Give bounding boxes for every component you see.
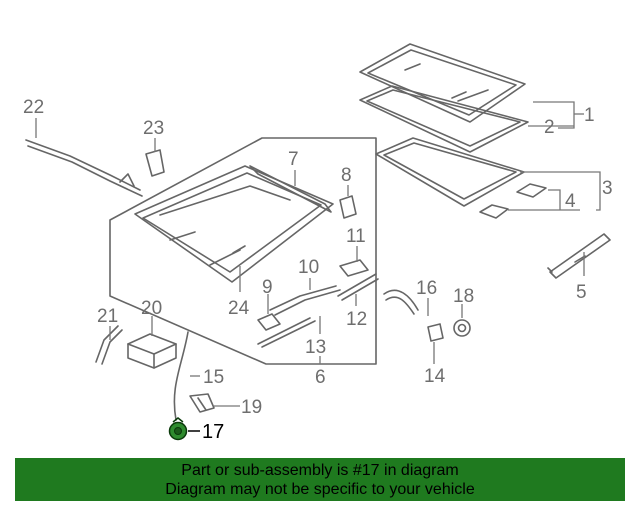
part-17-highlighted[interactable] xyxy=(168,417,188,441)
callout-11: 11 xyxy=(346,226,366,247)
part-21-hose[interactable] xyxy=(95,325,123,365)
part-5-rail[interactable] xyxy=(547,233,611,279)
part-6-group-box xyxy=(109,137,379,365)
banner-line-1: Part or sub-assembly is #17 in diagram xyxy=(181,462,459,479)
callout-2: 2 xyxy=(544,117,555,138)
callout-12: 12 xyxy=(346,309,367,330)
callout-10: 10 xyxy=(298,257,319,278)
part-4-bracket[interactable] xyxy=(479,183,547,219)
part-15-drain-tube[interactable] xyxy=(173,331,189,421)
part-16-drain-hose[interactable] xyxy=(383,289,419,315)
callouts: 1 2 3 4 5 6 7 8 9 10 11 12 13 14 15 16 1… xyxy=(23,97,613,443)
callout-9: 9 xyxy=(262,277,273,298)
callout-7: 7 xyxy=(288,149,299,170)
part-1-glass-panel[interactable] xyxy=(359,43,526,123)
callout-21: 21 xyxy=(97,306,118,327)
part-14-clip[interactable] xyxy=(427,323,444,342)
part-23-clip[interactable] xyxy=(145,149,165,177)
part-20-motor[interactable] xyxy=(127,333,177,369)
callout-22: 22 xyxy=(23,97,44,118)
banner-line-2: Diagram may not be specific to your vehi… xyxy=(165,481,475,498)
callout-20: 20 xyxy=(141,298,162,319)
callout-14: 14 xyxy=(424,366,446,387)
callout-15: 15 xyxy=(203,367,224,388)
part-18-grommet[interactable] xyxy=(453,319,471,337)
callout-17: 17 xyxy=(202,421,224,443)
part-19-bracket[interactable] xyxy=(189,393,215,413)
callout-16: 16 xyxy=(416,278,437,299)
callout-23: 23 xyxy=(143,118,164,139)
callout-5: 5 xyxy=(576,282,587,303)
callout-3: 3 xyxy=(602,178,613,199)
leader-lines xyxy=(35,101,601,432)
part-3-frame[interactable] xyxy=(375,137,525,207)
info-banner: Part or sub-assembly is #17 in diagram D… xyxy=(15,458,625,501)
callout-4: 4 xyxy=(565,191,576,212)
part-2-seal-frame[interactable] xyxy=(359,85,529,153)
callout-8: 8 xyxy=(341,165,352,186)
callout-1: 1 xyxy=(584,105,595,126)
callout-13: 13 xyxy=(305,337,326,358)
part-22-trim-strip[interactable] xyxy=(25,139,143,197)
callout-6: 6 xyxy=(315,367,326,388)
callout-18: 18 xyxy=(453,286,474,307)
callout-19: 19 xyxy=(241,397,262,418)
callout-24: 24 xyxy=(228,298,250,319)
